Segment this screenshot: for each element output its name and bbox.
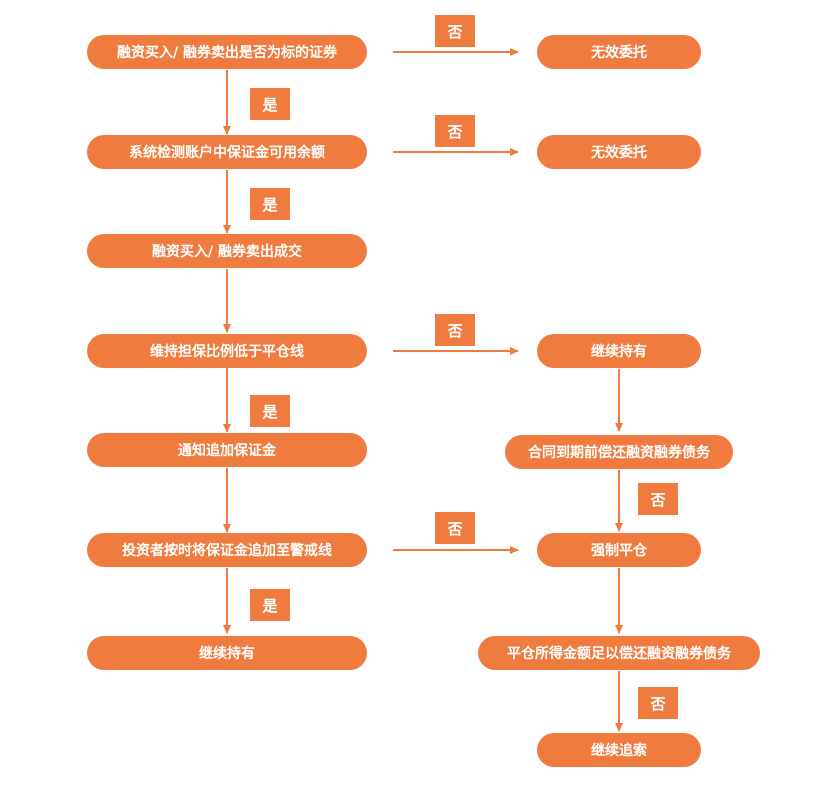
node-invalid-order-1: 无效委托 [537,35,701,69]
no-label-5: 否 [638,483,678,515]
node-invalid-order-2: 无效委托 [537,135,701,169]
node-check-margin-balance: 系统检测账户中保证金可用余额 [87,135,367,169]
node-ratio-below-liquidation: 维持担保比例低于平仓线 [87,334,367,368]
node-repay-before-expiry: 合同到期前偿还融资融券债务 [505,435,733,469]
node-notify-add-margin: 通知追加保证金 [87,433,367,467]
node-continue-holding-left: 继续持有 [87,636,367,670]
no-label-2: 否 [435,115,475,147]
node-continue-recourse: 继续追索 [537,733,701,767]
no-label-4: 否 [435,512,475,544]
yes-label-1: 是 [250,88,290,120]
node-continue-holding-right: 继续持有 [537,334,701,368]
node-investor-adds-margin: 投资者按时将保证金追加至警戒线 [87,533,367,567]
node-proceeds-sufficient: 平仓所得金额足以偿还融资融券债务 [478,636,760,670]
node-check-eligible-security: 融资买入/ 融券卖出是否为标的证券 [87,35,367,69]
no-label-1: 否 [435,15,475,47]
no-label-6: 否 [638,687,678,719]
yes-label-4: 是 [250,589,290,621]
node-trade-executed: 融资买入/ 融券卖出成交 [87,234,367,268]
yes-label-2: 是 [250,188,290,220]
node-forced-liquidation: 强制平仓 [537,533,701,567]
no-label-3: 否 [435,314,475,346]
yes-label-3: 是 [250,395,290,427]
